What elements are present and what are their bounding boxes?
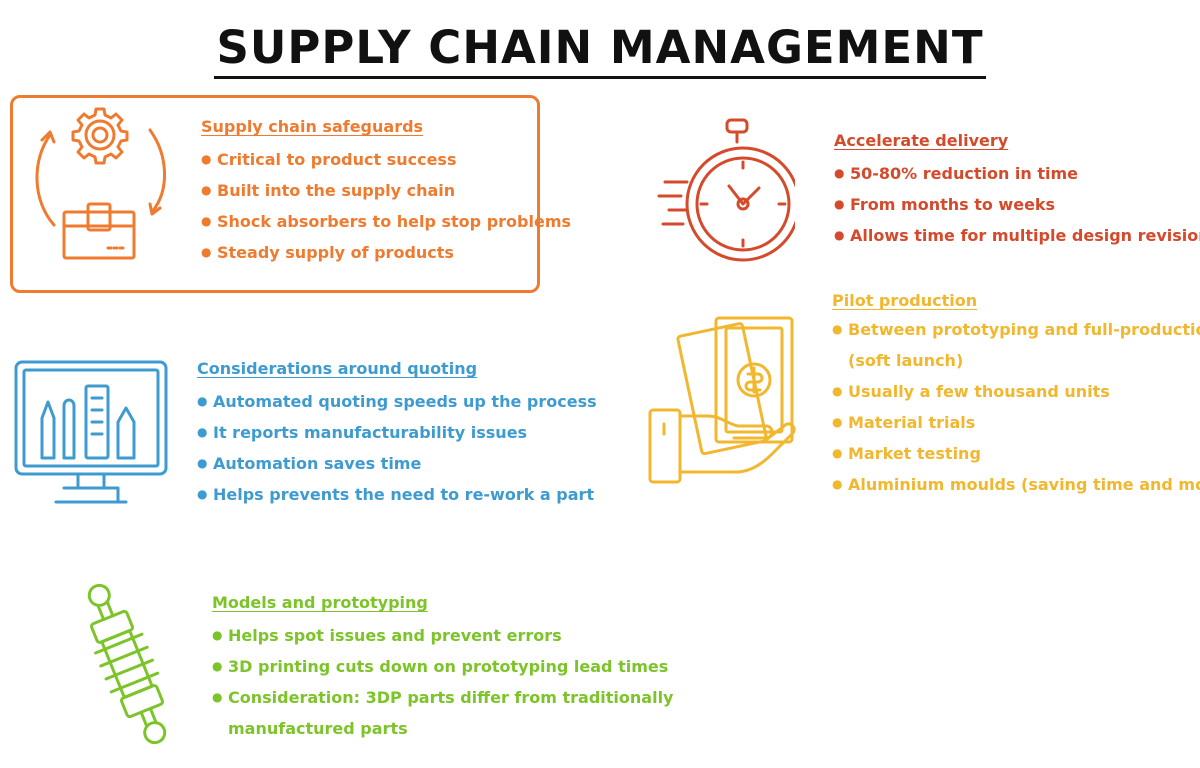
list-item: Material trials xyxy=(832,407,1200,438)
list-item: Steady supply of products xyxy=(201,237,571,268)
hand-money-icon xyxy=(648,316,796,484)
safeguards-heading: Supply chain safeguards xyxy=(201,117,424,136)
list-item: It reports manufacturability issues xyxy=(197,417,597,448)
delivery-section: Accelerate delivery 50-80% reduction in … xyxy=(834,130,1200,251)
safeguards-list: Critical to product success Built into t… xyxy=(201,144,571,268)
list-item: 3D printing cuts down on prototyping lea… xyxy=(212,651,673,682)
page-title: SUPPLY CHAIN MANAGEMENT xyxy=(0,22,1200,79)
list-item: Helps prevents the need to re-work a par… xyxy=(197,479,597,510)
models-section: Models and prototyping Helps spot issues… xyxy=(212,592,673,744)
monitor-tools-icon xyxy=(14,360,168,504)
pilot-item-text: Between prototyping and full-production xyxy=(848,320,1200,339)
list-item: Market testing xyxy=(832,438,1200,469)
list-item: Critical to product success xyxy=(201,144,571,175)
models-heading: Models and prototyping xyxy=(212,593,428,612)
gear-box-cycle-icon xyxy=(35,107,166,260)
shock-absorber-icon xyxy=(87,583,167,745)
delivery-list: 50-80% reduction in time From months to … xyxy=(834,158,1200,251)
list-item: Aluminium moulds (saving time and money) xyxy=(832,469,1200,500)
quoting-list: Automated quoting speeds up the process … xyxy=(197,386,597,510)
list-item: From months to weeks xyxy=(834,189,1200,220)
safeguards-section: Supply chain safeguards Critical to prod… xyxy=(201,116,571,268)
list-item: Consideration: 3DP parts differ from tra… xyxy=(212,682,673,744)
quoting-heading: Considerations around quoting xyxy=(197,359,478,378)
list-item: Between prototyping and full-production (… xyxy=(832,314,1200,376)
list-item: Built into the supply chain xyxy=(201,175,571,206)
list-item: Shock absorbers to help stop problems xyxy=(201,206,571,237)
pilot-item-continuation: (soft launch) xyxy=(848,351,964,370)
list-item: Automated quoting speeds up the process xyxy=(197,386,597,417)
page-title-text: SUPPLY CHAIN MANAGEMENT xyxy=(214,22,986,79)
stopwatch-icon xyxy=(657,118,795,262)
pilot-list: Between prototyping and full-production (… xyxy=(832,314,1200,500)
list-item: Allows time for multiple design revision… xyxy=(834,220,1200,251)
pilot-heading: Pilot production xyxy=(832,291,978,310)
models-item-continuation: manufactured parts xyxy=(228,719,408,738)
list-item: Automation saves time xyxy=(197,448,597,479)
list-item: 50-80% reduction in time xyxy=(834,158,1200,189)
pilot-section: Pilot production Between prototyping and… xyxy=(832,290,1200,500)
models-list: Helps spot issues and prevent errors 3D … xyxy=(212,620,673,744)
list-item: Usually a few thousand units xyxy=(832,376,1200,407)
quoting-section: Considerations around quoting Automated … xyxy=(197,358,597,510)
delivery-heading: Accelerate delivery xyxy=(834,131,1009,150)
models-item-text: Consideration: 3DP parts differ from tra… xyxy=(228,688,674,707)
list-item: Helps spot issues and prevent errors xyxy=(212,620,673,651)
